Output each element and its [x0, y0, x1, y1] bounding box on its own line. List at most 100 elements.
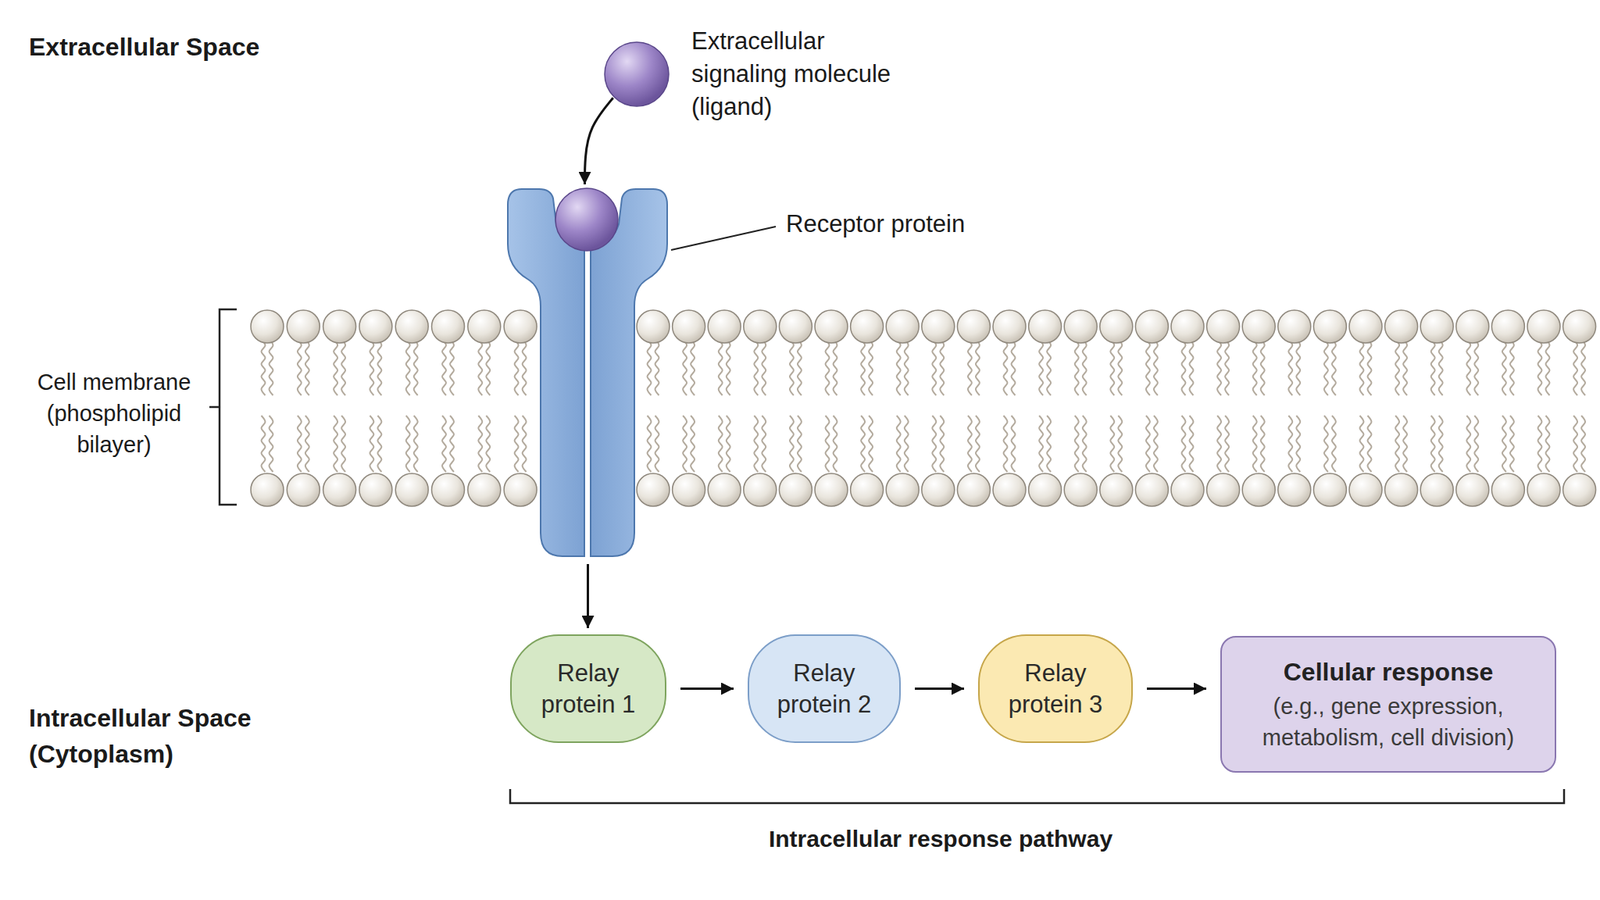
lipid-tail [1182, 339, 1186, 396]
lipid-head [503, 473, 537, 507]
lipid-tail [485, 415, 490, 472]
lipid-tail [522, 415, 527, 472]
lipid-tail [1288, 339, 1293, 396]
lipid-tail [1439, 339, 1443, 396]
signal-arrow [680, 687, 734, 690]
lipid-head [250, 473, 284, 507]
lipid-head [1456, 473, 1490, 507]
lipid-tail [1011, 339, 1016, 396]
lipid-tail [1581, 415, 1586, 472]
lipid-tail [485, 339, 490, 396]
lipid-tail [1332, 339, 1336, 396]
lipid-head [432, 310, 465, 343]
lipid-tail [261, 415, 266, 472]
lipid-tail [414, 415, 418, 472]
lipid-tail [1189, 339, 1194, 396]
lipid-head [1385, 473, 1418, 507]
node-label: (e.g., gene expression, metabolism, cell… [1232, 690, 1544, 754]
lipid-head [323, 473, 357, 507]
lipid-head [992, 473, 1026, 507]
lipid-head [957, 310, 990, 343]
relay-box: Relay protein 3 [978, 634, 1133, 743]
lipid-tail [761, 415, 766, 472]
lipid-tail [1046, 415, 1051, 472]
lipid-head [1242, 473, 1275, 507]
lipid-head [1420, 310, 1454, 343]
lipid-head [850, 473, 884, 507]
lipid-tail [1217, 415, 1222, 472]
ligand-circle: Extracellular signaling molecule (ligand… [603, 41, 670, 108]
lipid-tail [904, 339, 909, 396]
lipid-head [1064, 310, 1097, 343]
lipid-tail [1117, 415, 1122, 472]
lipid-tail [478, 415, 483, 472]
lipid-tail [1431, 339, 1436, 396]
lipid-tail [1225, 339, 1229, 396]
lipid-head [1171, 473, 1204, 507]
lipid-tail [1360, 415, 1365, 472]
lipid-tail [825, 415, 830, 472]
lipid-tail [1260, 415, 1265, 472]
lipid-tail [1474, 415, 1479, 472]
lipid-head [672, 473, 706, 507]
lipid-head [707, 310, 741, 343]
lipid-head [1491, 310, 1525, 343]
lipid-tail [1360, 339, 1365, 396]
lipid-tail [1395, 339, 1400, 396]
membrane-label: Cell membrane (phospholipid bilayer) [28, 366, 200, 461]
lipid-head [1491, 473, 1525, 507]
lipid-tail [860, 415, 865, 472]
lipid-tail [1403, 339, 1408, 396]
lipid-head [467, 473, 501, 507]
receptor-protein: Receptor protein [507, 189, 668, 557]
membrane-bracket-tick [209, 406, 220, 409]
lipid-tail [514, 339, 519, 396]
lipid-tail [377, 339, 382, 396]
lipid-tail [341, 339, 346, 396]
lipid-head [1563, 310, 1597, 343]
lipid-tail [1288, 415, 1293, 472]
bound-ligand [555, 188, 618, 251]
lipid-tail [761, 339, 766, 396]
lipid-tail [1075, 415, 1079, 472]
lipid-tail [333, 415, 338, 472]
lipid-head [1420, 473, 1454, 507]
lipid-tail [682, 415, 687, 472]
lipid-tail [297, 415, 302, 472]
signal-arrow [586, 564, 590, 629]
lipid-tail [797, 415, 802, 472]
lipid-head [1349, 473, 1383, 507]
lipid-tail [789, 339, 794, 396]
lipid-head [1135, 310, 1168, 343]
region-title: Extracellular Space [28, 31, 358, 63]
lipid-head [885, 310, 919, 343]
lipid-head [1207, 473, 1240, 507]
node-label: Extracellular signaling molecule (ligand… [691, 25, 926, 124]
lipid-tail [1439, 415, 1443, 472]
lipid-tail [369, 415, 374, 472]
lipid-tail [1146, 339, 1150, 396]
lipid-tail [975, 339, 980, 396]
lipid-tail [682, 339, 687, 396]
lipid-tail [833, 415, 838, 472]
lipid-head [395, 310, 429, 343]
lipid-tail [1403, 415, 1408, 472]
signal-arrow [585, 97, 614, 185]
lipid-head [432, 473, 465, 507]
lipid-head [814, 310, 848, 343]
lipid-tail [1367, 339, 1372, 396]
lipid-tail [690, 415, 695, 472]
lipid-tail [1510, 339, 1515, 396]
lipid-head [992, 310, 1026, 343]
lipid-tail [939, 339, 944, 396]
lipid-tail [269, 339, 274, 396]
lipid-head [636, 310, 670, 343]
lipid-tail [1189, 415, 1194, 472]
lipid-head [1527, 310, 1561, 343]
lipid-head [1456, 310, 1490, 343]
lipid-tail [1395, 415, 1400, 472]
lipid-head [1100, 473, 1133, 507]
lipid-tail [1253, 339, 1258, 396]
lipid-tail [305, 415, 310, 472]
